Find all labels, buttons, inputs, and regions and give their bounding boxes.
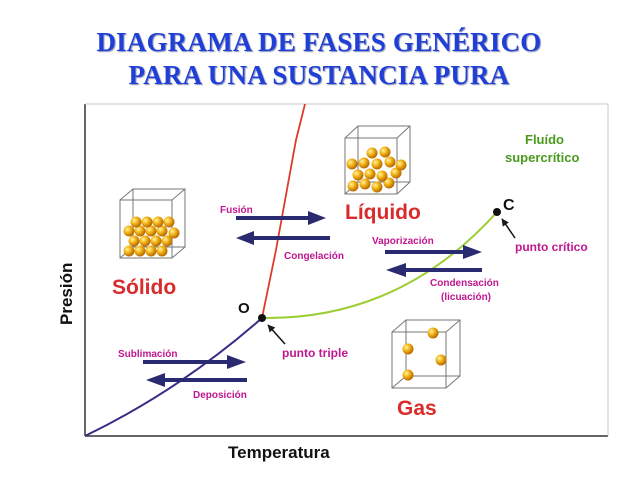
triple-point-label: punto triple [282, 346, 348, 360]
vaporization-label: Vaporización [372, 236, 434, 247]
solid-cube-icon [119, 188, 186, 259]
condensation-label: Condensación [430, 278, 499, 289]
triple-point-marker [258, 314, 266, 322]
liquid-label: Líquido [345, 201, 421, 224]
fusion-arrow [236, 211, 326, 225]
critical-point-pointer [501, 218, 516, 239]
fusion-curve [261, 103, 306, 319]
vaporization-curve [261, 211, 498, 320]
triple-point-pointer [267, 324, 286, 345]
supercritical-label-2: supercrítico [505, 150, 579, 165]
vaporization-arrow [385, 245, 482, 259]
deposition-label: Deposición [193, 390, 247, 401]
freezing-label: Congelación [284, 251, 344, 262]
gas-label: Gas [397, 397, 437, 420]
deposition-arrow [146, 373, 247, 387]
sublimation-curve [84, 317, 263, 437]
critical-point-marker [493, 208, 501, 216]
condensation-sub-label: (licuación) [441, 292, 491, 303]
title-line-1: DIAGRAMA DE FASES GENÉRICO [96, 27, 542, 57]
liquid-cube-icon [344, 125, 411, 195]
solid-label: Sólido [112, 276, 176, 299]
x-axis-label: Temperatura [228, 443, 330, 462]
supercritical-label-1: Fluído [525, 132, 564, 147]
condensation-arrow [386, 263, 482, 277]
sublimation-label: Sublimación [118, 349, 177, 360]
sublimation-arrow [143, 355, 246, 369]
fusion-label: Fusión [220, 205, 253, 216]
triple-point-letter: O [238, 300, 250, 317]
y-axis-label: Presión [57, 263, 76, 325]
critical-point-letter: C [503, 197, 515, 214]
critical-point-label: punto crítico [515, 240, 588, 254]
gas-cube-icon [391, 319, 461, 389]
freezing-arrow [236, 231, 330, 245]
title-line-2: PARA UNA SUSTANCIA PURA [128, 60, 510, 90]
